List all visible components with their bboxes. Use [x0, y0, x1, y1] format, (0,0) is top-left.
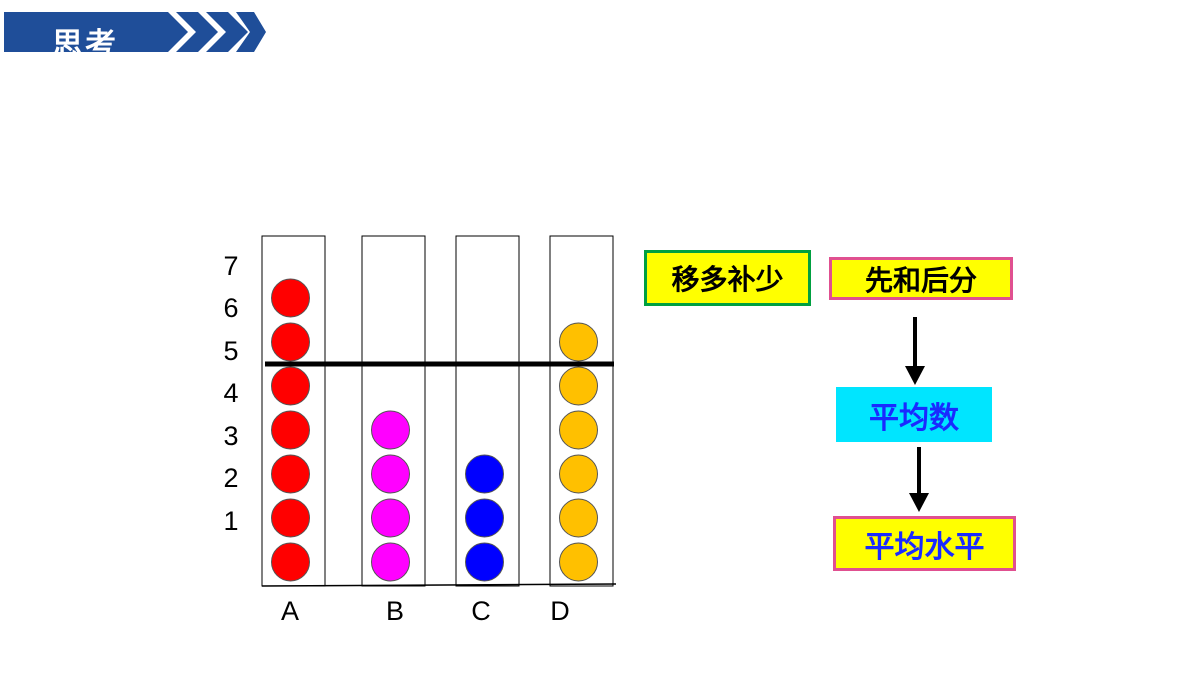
header-banner-shape: [4, 12, 266, 52]
counter-a-3: [271, 454, 310, 494]
counter-c-1: [465, 542, 504, 582]
y-tick-label: 5: [223, 335, 239, 366]
counter-a-6: [271, 322, 310, 362]
average-label: 平均数: [869, 400, 959, 436]
method-sum-label: 先和后分: [864, 263, 977, 297]
counter-d-4: [559, 410, 598, 450]
counter-c-2: [465, 498, 504, 538]
method-move-box: 移多补少: [644, 250, 811, 306]
counter-a-5: [271, 366, 310, 406]
y-tick-label: 7: [223, 250, 239, 281]
counter-d-2: [559, 498, 598, 538]
y-tick-label: 3: [223, 420, 239, 451]
x-tick-label: A: [280, 596, 299, 626]
y-tick-label: 1: [223, 505, 239, 536]
y-tick-label: 6: [223, 293, 239, 324]
average-level-label: 平均水平: [864, 529, 985, 565]
counter-a-4: [271, 410, 310, 450]
baseline: [261, 583, 617, 587]
counter-a-7: [271, 278, 310, 318]
method-move-label: 移多补少: [671, 263, 784, 296]
counter-b-4: [371, 410, 410, 450]
counter-d-3: [559, 454, 598, 494]
counter-b-1: [371, 542, 410, 582]
column-d: [549, 235, 614, 587]
column-c: [455, 235, 520, 587]
page-title: 思考: [52, 27, 118, 63]
counter-a-2: [271, 498, 310, 538]
counter-a-1: [271, 542, 310, 582]
x-tick-label: D: [550, 596, 570, 626]
x-tick-label: C: [471, 596, 491, 626]
counter-b-2: [371, 498, 410, 538]
counter-d-1: [559, 542, 598, 582]
average-box: 平均数: [836, 387, 992, 442]
header-banner: 思考: [0, 8, 280, 63]
x-tick-label: B: [385, 596, 404, 626]
y-tick-label: 4: [223, 378, 239, 409]
method-sum-box: 先和后分: [829, 257, 1013, 300]
counter-c-3: [465, 454, 504, 494]
counter-b-3: [371, 454, 410, 494]
average-level-box: 平均水平: [833, 516, 1016, 571]
counter-d-5: [559, 366, 598, 406]
y-tick-label: 2: [223, 463, 239, 494]
counter-d-6: [559, 322, 598, 362]
